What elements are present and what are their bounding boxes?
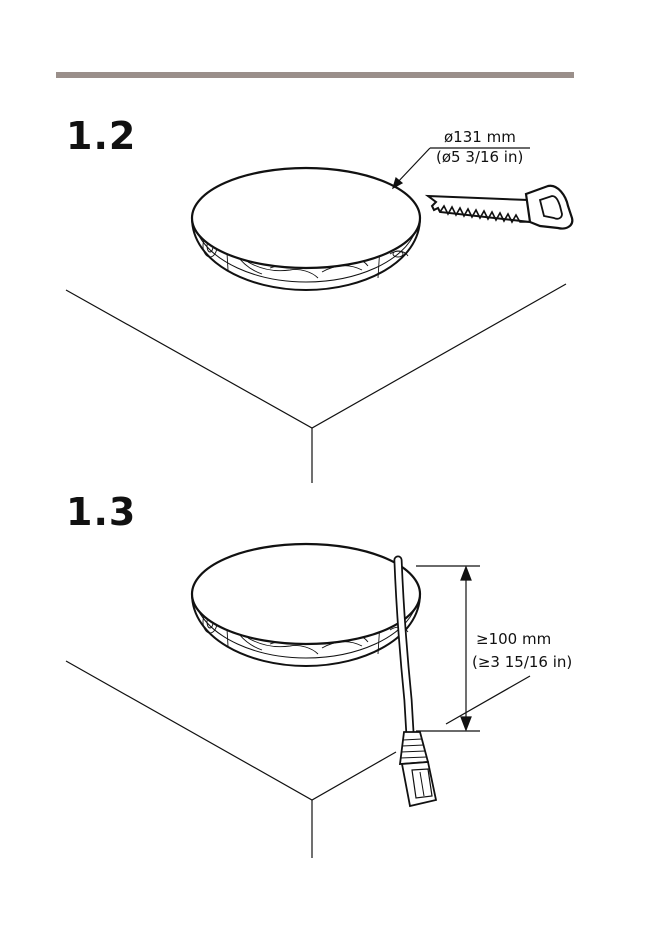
saw-icon bbox=[428, 186, 572, 229]
cable-length-metric: ≥100 mm bbox=[476, 630, 551, 648]
ceiling-hole-1-2 bbox=[192, 168, 420, 290]
hole-diameter-imperial: (ø5 3/16 in) bbox=[436, 148, 523, 166]
hole-diameter-metric: ø131 mm bbox=[444, 128, 516, 146]
step-number-1-3: 1.3 bbox=[66, 490, 136, 534]
cable-length-dimension bbox=[416, 566, 480, 731]
cable-length-imperial: (≥3 15/16 in) bbox=[472, 653, 572, 671]
divider-bar bbox=[56, 72, 574, 78]
ceiling-panel-1-3 bbox=[66, 661, 530, 858]
ceiling-panel-1-2 bbox=[66, 284, 566, 483]
ceiling-hole-1-3 bbox=[192, 544, 420, 666]
